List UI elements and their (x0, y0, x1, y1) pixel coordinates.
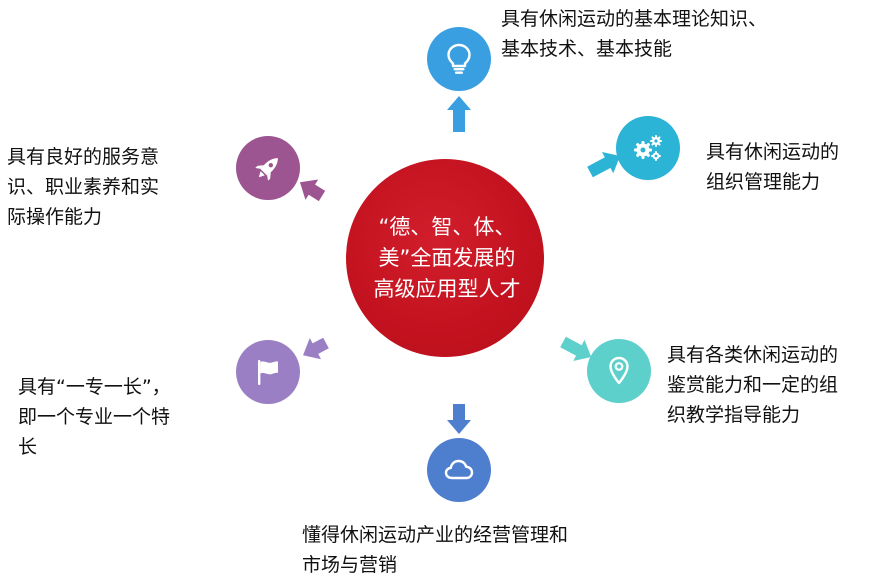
label-bottom: 懂得休闲运动产业的经营管理和 市场与营销 (302, 524, 569, 576)
arrow-to-top-node (447, 96, 471, 132)
label-lower-right: 具有各类休闲运动的 鉴赏能力和一定的组 织教学指导能力 (667, 344, 839, 426)
gears-icon (634, 135, 662, 161)
arrow-to-upper-right-node (587, 152, 621, 178)
label-upper-left: 具有良好的服务意 识、职业素养和实 际操作能力 (7, 146, 160, 228)
center-text: “德、智、体、 美”全面发展的 高级应用型人才 (367, 212, 527, 305)
arrow-to-bottom-node (447, 404, 471, 434)
center-line-2: 美”全面发展的 (378, 245, 516, 270)
node-top (427, 27, 491, 91)
node-bottom (427, 438, 491, 502)
flag-icon (258, 360, 278, 385)
arrow-to-lower-right-node (560, 336, 592, 362)
label-upper-right: 具有休闲运动的 组织管理能力 (706, 141, 840, 193)
arrow-to-upper-left-node (299, 179, 326, 202)
location-pin-icon (609, 356, 629, 385)
node-upper-right (616, 116, 680, 180)
node-lower-left (236, 340, 300, 404)
center-circle: “德、智、体、 美”全面发展的 高级应用型人才 (346, 159, 544, 357)
center-line-1: “德、智、体、 (378, 214, 516, 239)
node-lower-right (587, 339, 651, 403)
arrow-to-lower-left-node (303, 337, 329, 360)
label-top: 具有休闲运动的基本理论知识、 基本技术、基本技能 (501, 8, 768, 60)
rocket-icon (255, 158, 278, 181)
lightbulb-icon (447, 43, 471, 74)
center-line-3: 高级应用型人才 (373, 276, 521, 301)
node-upper-left (236, 136, 300, 200)
label-lower-left: 具有“一专一长”， 即一个专业一个特 长 (18, 376, 171, 458)
cloud-icon (444, 459, 474, 480)
